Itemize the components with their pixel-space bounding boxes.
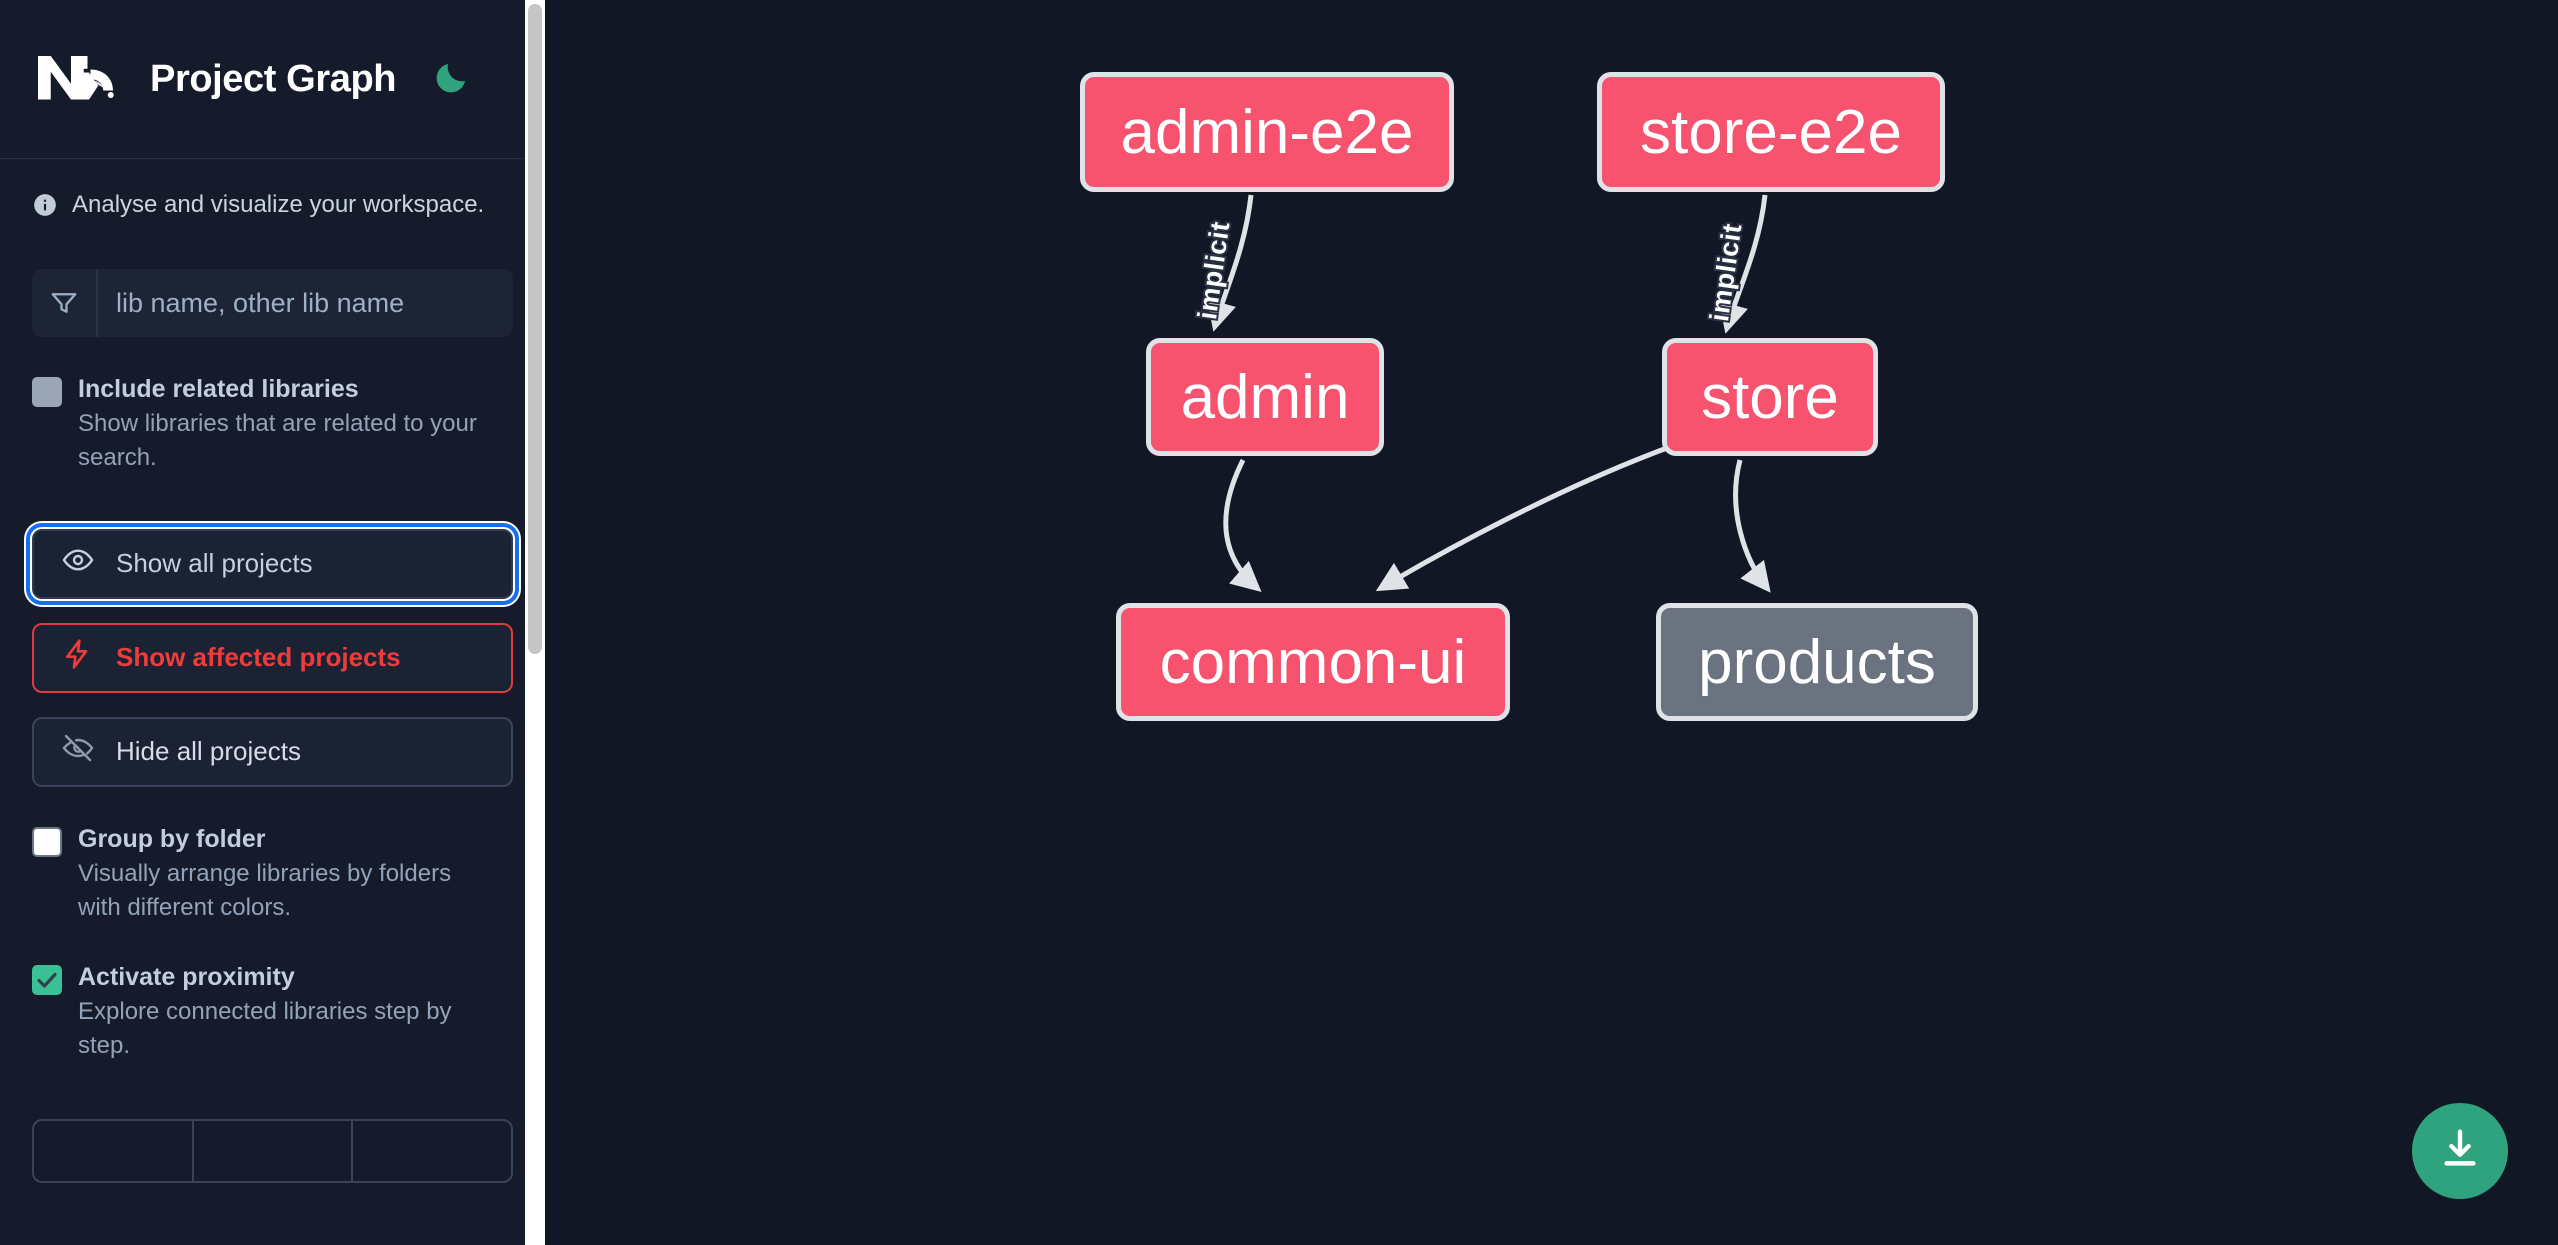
sidebar-header: Project Graph bbox=[0, 0, 545, 158]
moon-icon[interactable] bbox=[430, 59, 470, 99]
projects-button-group: Show all projects Show affected projects bbox=[26, 522, 519, 787]
graph-node-label: store-e2e bbox=[1640, 97, 1902, 167]
edge-store-to-common-ui bbox=[1375, 445, 1668, 592]
graph-node-common-ui[interactable]: common-ui bbox=[1116, 603, 1510, 721]
tagline-text: Analyse and visualize your workspace. bbox=[72, 191, 485, 218]
workspace-tagline: Analyse and visualize your workspace. bbox=[0, 159, 545, 219]
hide-all-projects-button[interactable]: Hide all projects bbox=[32, 716, 513, 787]
checkbox-row-include-related-libraries[interactable]: Include related libraries Show libraries… bbox=[32, 373, 513, 475]
include-related-libraries-checkbox[interactable] bbox=[32, 377, 62, 407]
edge-store-e2e-to-store bbox=[1718, 194, 1768, 334]
activate-proximity-label: Activate proximity bbox=[78, 962, 295, 991]
group-by-folder-checkbox[interactable] bbox=[32, 826, 62, 857]
proximity-step-option-1[interactable] bbox=[34, 1120, 194, 1181]
download-icon bbox=[2437, 1126, 2483, 1177]
proximity-step-segmented-control[interactable] bbox=[32, 1118, 513, 1183]
sidebar-body: Include related libraries Show libraries… bbox=[0, 269, 545, 1183]
proximity-step-option-2[interactable] bbox=[194, 1120, 354, 1181]
search-box[interactable] bbox=[32, 269, 513, 337]
group-by-folder-label: Group by folder bbox=[78, 824, 266, 853]
activate-proximity-description: Explore connected libraries step by step… bbox=[78, 997, 452, 1059]
graph-node-admin-e2e[interactable]: admin-e2e bbox=[1080, 72, 1454, 192]
hide-all-projects-label: Hide all projects bbox=[116, 736, 301, 767]
checkbox-row-group-by-folder[interactable]: Group by folder Visually arrange librari… bbox=[32, 823, 513, 925]
group-by-folder-description: Visually arrange libraries by folders wi… bbox=[78, 859, 452, 921]
graph-node-store[interactable]: store bbox=[1662, 338, 1878, 456]
lightning-icon bbox=[62, 638, 94, 677]
edge-admin-to-common-ui bbox=[1223, 458, 1262, 592]
eye-icon bbox=[62, 544, 94, 583]
show-affected-projects-label: Show affected projects bbox=[116, 642, 401, 673]
edge-store-to-products bbox=[1733, 459, 1771, 593]
show-all-projects-label: Show all projects bbox=[116, 548, 313, 579]
edge-admin-e2e-to-admin bbox=[1206, 194, 1254, 332]
graph-node-label: admin-e2e bbox=[1120, 97, 1414, 167]
graph-node-admin[interactable]: admin bbox=[1146, 338, 1384, 456]
include-related-libraries-label: Include related libraries bbox=[78, 375, 359, 403]
proximity-step-option-3[interactable] bbox=[353, 1121, 511, 1181]
eye-off-icon bbox=[62, 732, 94, 771]
header-divider bbox=[0, 158, 545, 159]
checkbox-row-activate-proximity[interactable]: Activate proximity Explore connected lib… bbox=[32, 961, 513, 1063]
graph-node-label: admin bbox=[1180, 362, 1350, 432]
include-related-libraries-description: Show libraries that are related to your … bbox=[78, 409, 477, 471]
search-input[interactable] bbox=[98, 269, 513, 337]
sidebar-scrollbar-track[interactable] bbox=[525, 0, 545, 1245]
graph-edges bbox=[1206, 194, 1771, 593]
show-all-projects-button[interactable]: Show all projects bbox=[26, 522, 519, 605]
graph-node-label: products bbox=[1698, 627, 1936, 697]
info-icon bbox=[32, 192, 58, 218]
graph-node-products[interactable]: products bbox=[1656, 603, 1978, 721]
nx-logo-icon bbox=[32, 47, 122, 111]
show-affected-projects-button[interactable]: Show affected projects bbox=[32, 622, 513, 693]
sidebar: Project Graph Analyse and visualize your… bbox=[0, 0, 545, 1245]
download-image-button[interactable] bbox=[2412, 1103, 2508, 1199]
page-title: Project Graph bbox=[150, 57, 397, 100]
graph-node-label: store bbox=[1701, 362, 1839, 432]
graph-node-store-e2e[interactable]: store-e2e bbox=[1597, 72, 1945, 192]
activate-proximity-checkbox[interactable] bbox=[32, 964, 62, 995]
graph-node-label: common-ui bbox=[1159, 627, 1467, 697]
project-graph-canvas[interactable]: admin-e2e store-e2e admin store common-u… bbox=[545, 0, 2558, 1245]
filter-funnel-icon bbox=[32, 269, 98, 337]
sidebar-scrollbar-thumb[interactable] bbox=[528, 4, 542, 654]
